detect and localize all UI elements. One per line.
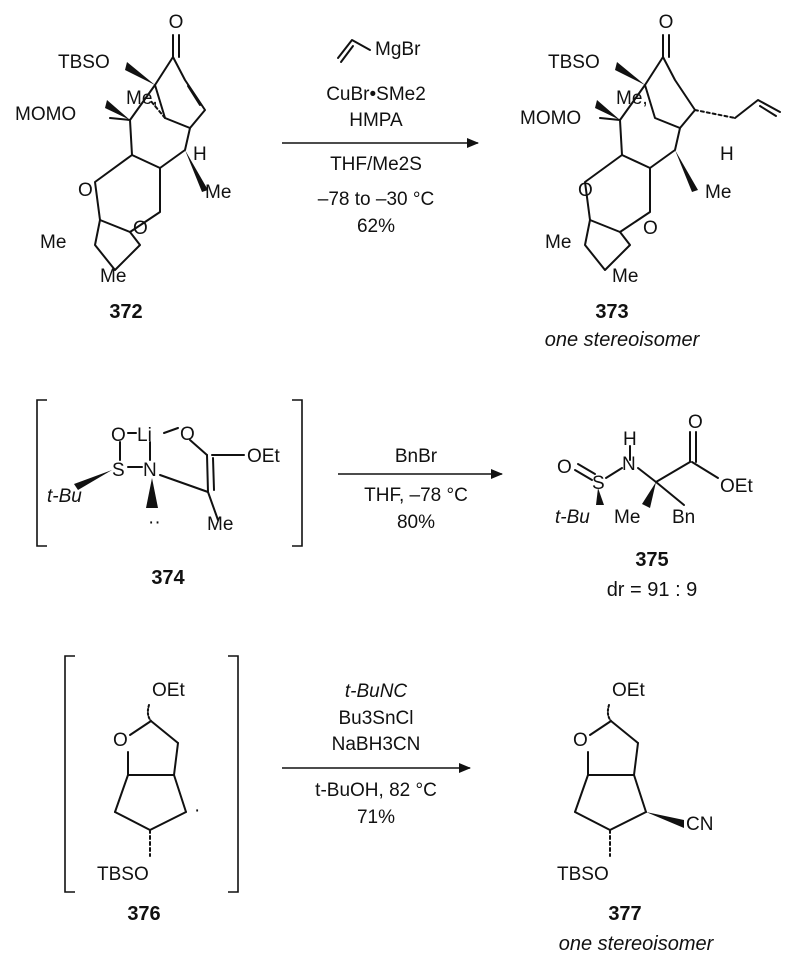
atom-me: Me [705,182,731,203]
condition-3-yield: 71% [357,807,395,828]
atom-o: O [573,730,588,751]
condition-3-reagent: t-BuNC [345,681,408,702]
dr-value-375: dr = 91 : 9 [607,579,698,601]
lone-pair: ·· [148,512,161,533]
condition-1-solvent: THF/Me2S [330,154,422,175]
atom-oet: OEt [247,446,280,467]
atom-o: O [659,12,674,33]
atom-me1: Me [545,232,571,253]
condition-1-reagent: MgBr [375,39,421,60]
reaction-2: O Li O OEt t-Bu S N Me ·· 374 BnBr THF, … [36,399,753,601]
atom-me: Me [614,507,640,528]
condition-2-solvent: THF, –78 °C [364,485,468,506]
atom-me-ring: Me, [126,88,158,109]
bracket-left [36,399,47,547]
condition-3-mediator: Bu3SnCl [339,708,414,729]
stereo-note-373: one stereoisomer [545,329,701,351]
conditions-2: BnBr THF, –78 °C 80% [338,446,503,533]
atom-oet: OEt [612,680,645,701]
atom-tbso: TBSO [97,864,149,885]
conditions-1: MgBr CuBr•SMe2 HMPA THF/Me2S –78 to –30 … [282,39,479,237]
atom-o1: O [78,180,93,201]
atom-o: O [169,12,184,33]
condition-1-catalyst: CuBr•SMe2 [326,84,426,105]
atom-tbu: t-Bu [47,486,82,507]
compound-label-376: 376 [127,903,160,925]
atom-oc: O [688,412,703,433]
vinyl-icon [337,39,371,59]
bracket-right [292,399,303,547]
compound-372-structure: O TBSO Me, MOMO H Me O O Me Me [15,12,231,287]
atom-momo: MOMO [15,104,76,125]
atom-li: Li [137,425,152,446]
compound-377-structure: OEt O TBSO CN [557,680,713,885]
atom-momo: MOMO [520,108,581,129]
atom-s: S [592,473,605,494]
atom-o2: O [133,218,148,239]
condition-2-yield: 80% [397,512,435,533]
atom-o1: O [111,425,126,446]
atom-me2: Me [612,266,638,287]
condition-3-reductant: NaBH3CN [332,734,421,755]
stereo-note-377: one stereoisomer [559,933,715,955]
atom-o: O [557,457,572,478]
condition-3-solvent: t-BuOH, 82 °C [315,780,437,801]
atom-oet: OEt [720,476,753,497]
atom-me-ring: Me, [616,88,648,109]
atom-tbu: t-Bu [555,507,590,528]
compound-label-374: 374 [151,567,185,589]
atom-o1: O [578,180,593,201]
atom-tbso: TBSO [557,864,609,885]
atom-me1: Me [40,232,66,253]
atom-me: Me [205,182,231,203]
bracket-left [64,655,75,893]
atom-h: H [193,144,207,165]
atom-bn: Bn [672,507,695,528]
atom-cn: CN [686,814,713,835]
condition-1-yield: 62% [357,216,395,237]
atom-s: S [112,460,125,481]
compound-376-structure: OEt O TBSO · [97,680,200,885]
compound-375-structure: O S H N O OEt t-Bu Me Bn [555,412,753,528]
atom-tbso: TBSO [58,52,110,73]
atom-o: O [113,730,128,751]
reaction-3: OEt O TBSO · 376 t-BuNC Bu3SnCl NaBH3CN … [64,655,715,955]
atom-me2: Me [100,266,126,287]
atom-n: N [622,454,636,475]
atom-tbso: TBSO [548,52,600,73]
bracket-right [228,655,239,893]
compound-label-375: 375 [635,549,668,571]
compound-label-377: 377 [608,903,641,925]
condition-1-additive: HMPA [349,110,403,131]
atom-oet: OEt [152,680,185,701]
atom-o2: O [643,218,658,239]
condition-1-temperature: –78 to –30 °C [318,189,434,210]
atom-me: Me [207,514,233,535]
atom-o2: O [180,424,195,445]
atom-h: H [720,144,734,165]
compound-373-structure: O TBSO Me, MOMO H Me O O Me Me [520,12,781,287]
radical-dot: · [194,800,200,821]
atom-h: H [623,429,637,450]
atom-n: N [143,460,157,481]
condition-2-reagent: BnBr [395,446,438,467]
compound-label-372: 372 [109,301,142,323]
reaction-1: O TBSO Me, MOMO H Me O O Me Me 372 MgBr … [15,12,781,351]
compound-label-373: 373 [595,301,628,323]
conditions-3: t-BuNC Bu3SnCl NaBH3CN t-BuOH, 82 °C 71% [282,681,471,828]
compound-374-structure: O Li O OEt t-Bu S N Me ·· [47,424,280,535]
